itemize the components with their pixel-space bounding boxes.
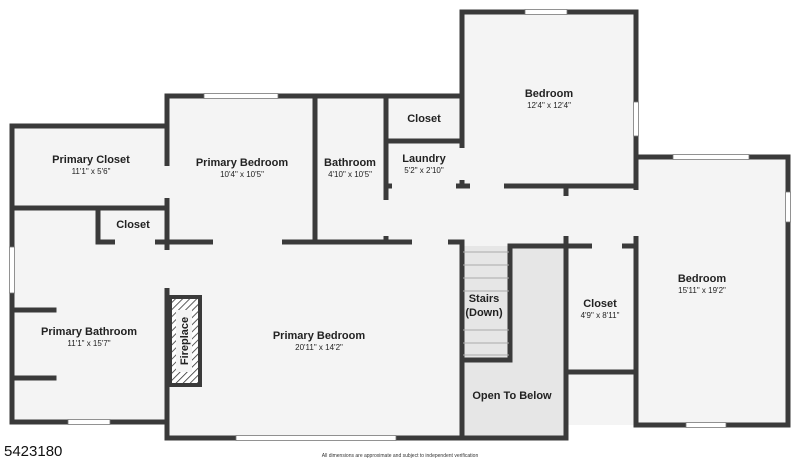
disclaimer-text: All dimensions are approximate and subje… [321,453,479,459]
floor-fills [12,12,788,438]
windows [9,9,791,441]
primary-closet-dims: 11'1" x 5'6" [72,167,111,176]
open-to-below-area [460,246,566,438]
bedroom-right-dims: 15'11" x 19'2" [678,286,726,295]
laundry-name: Laundry [402,153,446,165]
primary-bedroom-upper-name: Primary Bedroom [196,157,289,169]
primary-bedroom-upper-dims: 10'4" x 10'5" [220,170,264,179]
closet-left-name: Closet [116,219,150,231]
room-labels: Primary Closet 11'1" x 5'6" Primary Bedr… [41,88,726,402]
primary-bedroom-main-name: Primary Bedroom [273,330,366,342]
bathroom-name: Bathroom [324,157,376,169]
primary-bathroom-dims: 11'1" x 15'7" [67,339,110,348]
bedroom-right-name: Bedroom [678,273,727,285]
fireplace-label: Fireplace [179,317,191,365]
stairs-label: Stairs [469,293,500,305]
door-openings [115,148,639,288]
stair-treads [463,251,509,356]
bedroom-top-dims: 12'4" x 12'4" [527,101,571,110]
listing-id: 5423180 [4,443,63,460]
closet-right-name: Closet [583,298,617,310]
laundry-dims: 5'2" x 2'10" [404,166,444,175]
stairs-direction: (Down) [465,307,503,319]
open-to-below-label: Open To Below [472,390,552,402]
bathroom-dims: 4'10" x 10'5" [328,170,372,179]
primary-closet-name: Primary Closet [52,154,130,166]
primary-bedroom-main-dims: 20'11" x 14'2" [295,343,343,352]
primary-bathroom-name: Primary Bathroom [41,326,137,338]
closet-right-dims: 4'9" x 8'11" [581,311,620,320]
bedroom-top-name: Bedroom [525,88,574,100]
closet-top-name: Closet [407,113,441,125]
